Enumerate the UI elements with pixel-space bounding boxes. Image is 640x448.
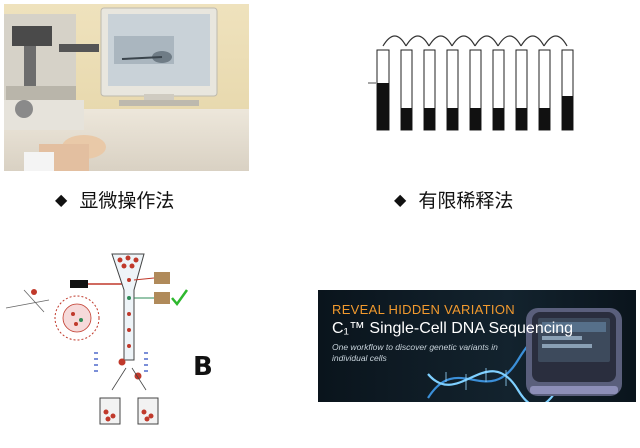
caption-micromanipulation: ◆ 显微操作法 [55,186,174,213]
diamond-bullet-icon: ◆ [394,190,407,209]
serial-dilution-diagram [348,8,588,168]
banner-tagline: One workflow to discover genetic variant… [332,342,498,363]
detector-box [154,292,170,304]
laser-source [70,280,88,288]
check-icon [171,289,189,307]
cell-schematic [5,289,100,341]
banner-product-title: C₁™ Single-Cell DNA Sequencing [332,320,574,337]
caption-limiting-dilution: ◆ 有限稀释法 [394,186,513,213]
diamond-bullet-icon: ◆ [55,190,68,209]
transfer-arrows [382,35,568,47]
micromanipulation-photo [4,4,249,171]
detector-box [154,272,170,284]
flow-sorting-diagram [4,250,200,442]
panel-b-label: B [193,352,213,382]
banner-headline: REVEAL HIDDEN VARIATION [332,302,515,317]
c1-instrument [526,308,622,396]
product-banner: REVEAL HIDDEN VARIATION C₁™ Single-Cell … [318,290,636,402]
caption-text: 显微操作法 [79,190,175,212]
caption-text: 有限稀释法 [418,190,514,212]
